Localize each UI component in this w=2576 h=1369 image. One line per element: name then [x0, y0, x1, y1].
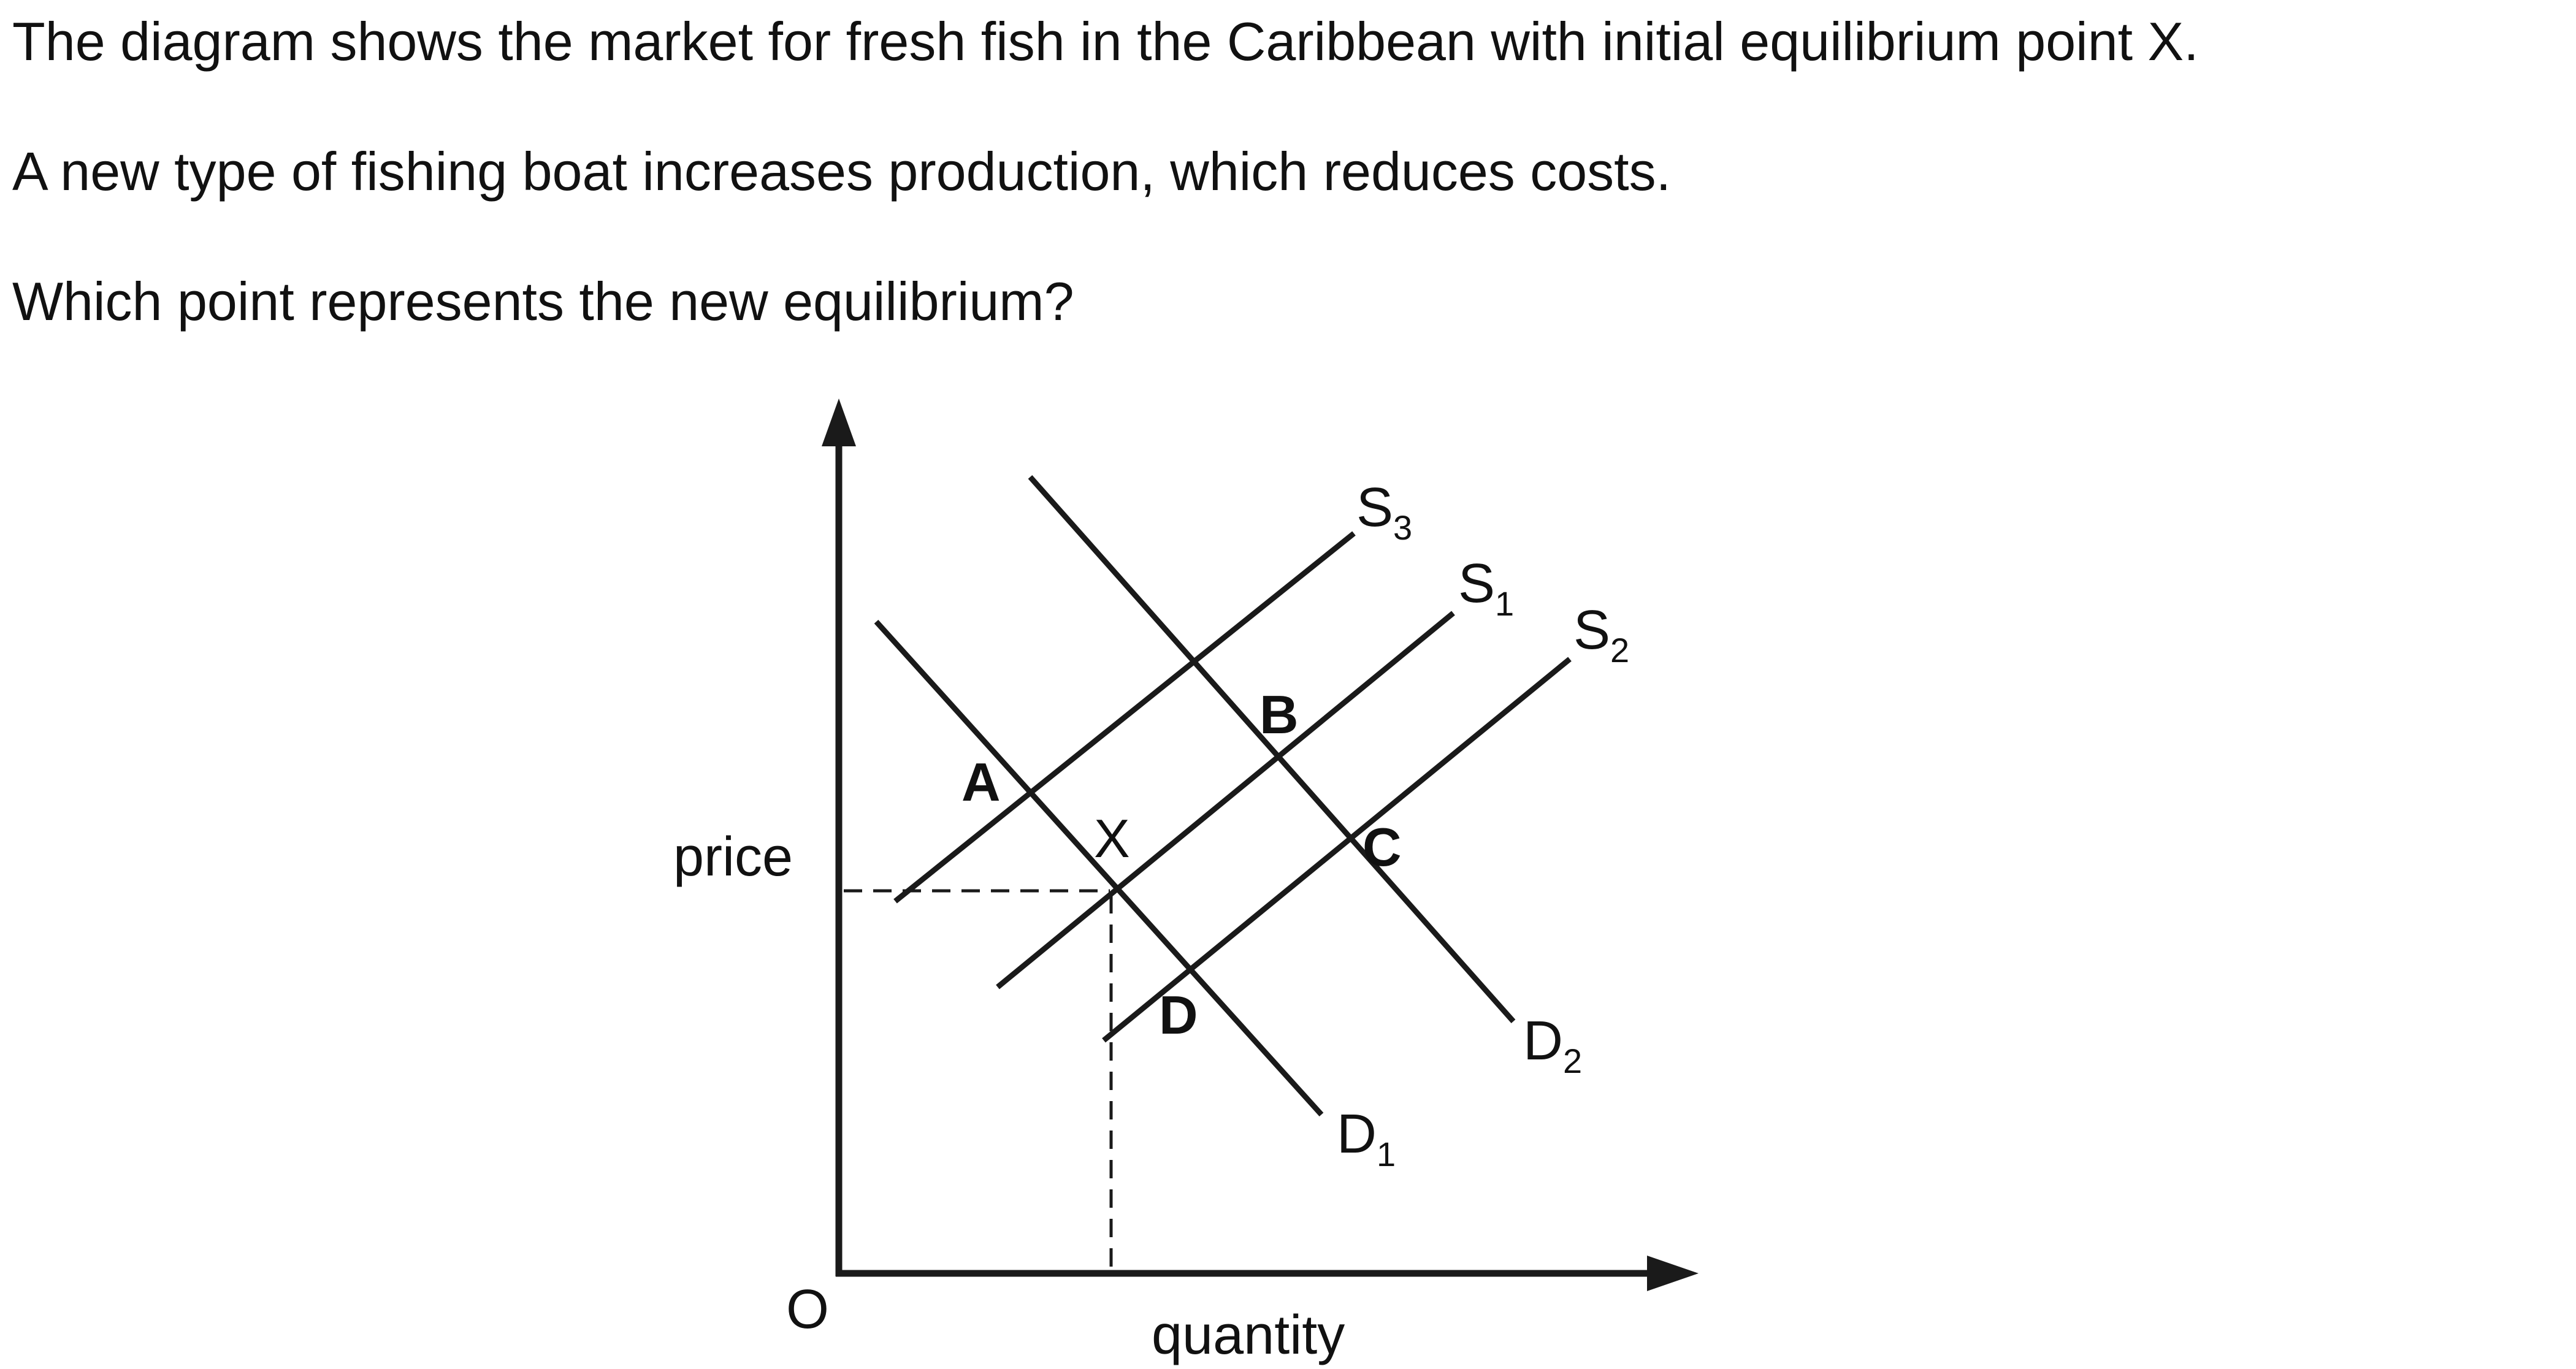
s3-label: S3	[1356, 477, 1412, 547]
point-a-label: A	[961, 752, 1001, 812]
point-d-label: D	[1159, 985, 1198, 1045]
price-axis-arrowhead	[822, 398, 856, 446]
quantity-axis-label: quantity	[1152, 1305, 1345, 1366]
origin-label: O	[786, 1279, 829, 1340]
demand-curve-d2	[1028, 475, 1516, 1023]
question-line-1: The diagram shows the market for fresh f…	[12, 11, 2199, 72]
price-axis-label: price	[673, 826, 793, 888]
supply-curve-s2	[1102, 657, 1572, 1043]
point-x-label: X	[1094, 808, 1130, 869]
d1-label: D1	[1337, 1104, 1396, 1173]
point-b-label: B	[1259, 684, 1299, 745]
s2-label: S2	[1573, 600, 1629, 669]
point-c-label: C	[1363, 817, 1402, 877]
supply-curve-s1	[996, 611, 1455, 990]
demand-curve-d1	[874, 619, 1324, 1117]
d2-label: D2	[1523, 1010, 1582, 1080]
s1-label: S1	[1458, 553, 1514, 623]
question-line-3: Which point represents the new equilibri…	[12, 271, 1074, 332]
supply-curve-s3	[893, 531, 1356, 904]
quantity-axis-arrowhead	[1647, 1256, 1699, 1291]
question-line-2: A new type of fishing boat increases pro…	[12, 141, 1672, 202]
